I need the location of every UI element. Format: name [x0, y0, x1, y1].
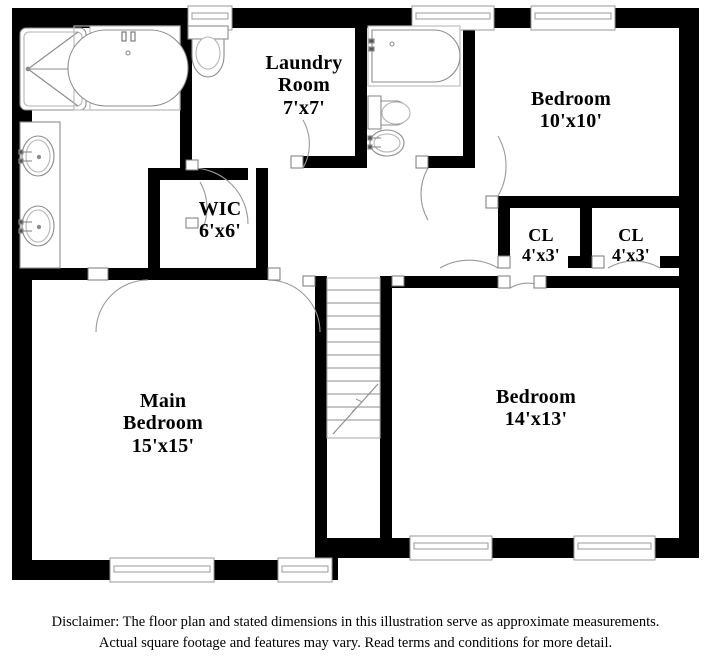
- floor-plan-drawing: [12, 5, 699, 583]
- window: [530, 5, 616, 31]
- fixtures-layer: [18, 25, 461, 439]
- toilet-icon: [187, 25, 229, 78]
- stairs-icon: [326, 277, 381, 439]
- window: [109, 557, 215, 583]
- windows-layer: [109, 5, 656, 583]
- door-jambs: [87, 155, 605, 289]
- sink-icon: [367, 129, 405, 157]
- sink-icon: [18, 135, 55, 177]
- bathtub-icon: [67, 25, 189, 111]
- window: [277, 557, 333, 583]
- window: [409, 535, 493, 561]
- bathtub-icon: [367, 25, 461, 87]
- disclaimer-line-1: Disclaimer: The floor plan and stated di…: [51, 614, 660, 630]
- toilet-icon: [367, 95, 411, 130]
- sink-icon: [18, 205, 55, 247]
- window: [573, 535, 656, 561]
- disclaimer-line-2: Actual square footage and features may v…: [98, 635, 613, 652]
- disclaimer-text: Disclaimer: The floor plan and stated di…: [0, 612, 711, 654]
